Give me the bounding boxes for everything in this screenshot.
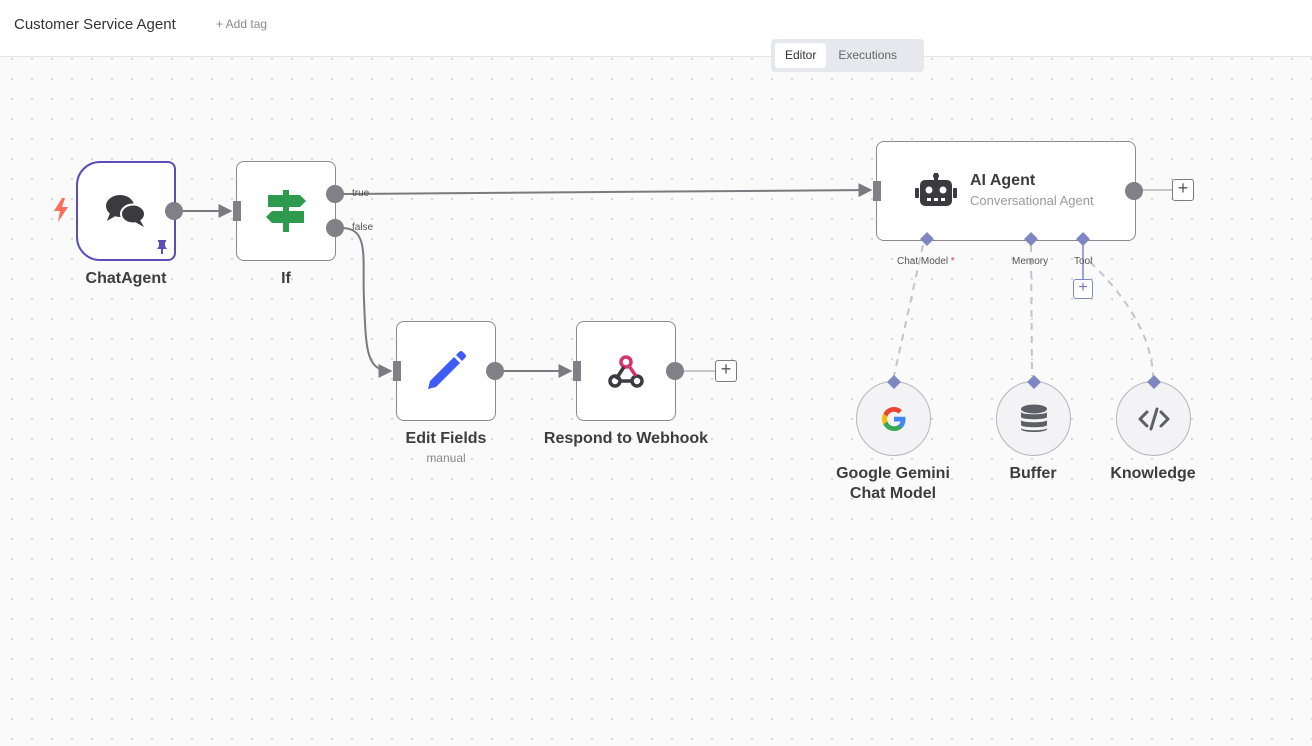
node-label-chatagent: ChatAgent (85, 270, 167, 287)
respond-add-node-button[interactable]: + (715, 360, 737, 382)
node-label-knowledge: Knowledge (1110, 465, 1196, 482)
if-false-label: false (352, 222, 374, 233)
node-label-ai-agent: AI Agent (970, 172, 1036, 189)
if-input-handle[interactable] (232, 201, 242, 221)
node-label-edit-fields: Edit Fields (405, 430, 487, 447)
view-tabs: Editor Executions (771, 39, 924, 72)
node-if[interactable] (236, 161, 336, 261)
connection-tool-knowledge (1089, 261, 1154, 377)
respond-output-handle[interactable] (665, 361, 685, 381)
ai-agent-input-handle[interactable] (872, 181, 882, 201)
connection-memory-buffer (1030, 244, 1033, 377)
signpost-icon (266, 190, 306, 232)
node-edit-fields[interactable] (396, 321, 496, 421)
ai-agent-output-handle[interactable] (1124, 181, 1144, 201)
gemini-output-connector[interactable] (886, 374, 902, 390)
memory-connector[interactable] (1023, 231, 1039, 247)
chatagent-output-handle[interactable] (164, 201, 184, 221)
workflow-header: Customer Service Agent + Add tag (0, 0, 1312, 57)
tab-editor[interactable]: Editor (775, 43, 827, 68)
tool-connector[interactable] (1075, 231, 1091, 247)
edit-fields-input-handle[interactable] (392, 361, 402, 381)
node-buffer[interactable] (996, 381, 1071, 456)
node-sublabel-ai-agent: Conversational Agent (970, 193, 1094, 208)
node-ai-agent[interactable] (876, 141, 1136, 241)
connection-chatmodel-gemini (893, 244, 924, 377)
node-sublabel-edit-fields: manual (426, 451, 466, 465)
node-chatagent[interactable] (76, 161, 176, 261)
node-google-gemini[interactable] (856, 381, 931, 456)
if-true-handle[interactable] (325, 184, 345, 204)
required-marker: * (950, 256, 955, 267)
connection-if-true-agent (341, 183, 873, 198)
node-label-gemini: Google Gemini Chat Model (836, 465, 950, 502)
add-tag-button[interactable]: + Add tag (216, 17, 268, 31)
ai-agent-add-node-button[interactable]: + (1172, 179, 1194, 201)
respond-input-handle[interactable] (572, 361, 582, 381)
pin-icon (157, 240, 167, 254)
robot-icon (915, 173, 957, 206)
node-knowledge[interactable] (1116, 381, 1191, 456)
knowledge-output-connector[interactable] (1146, 374, 1162, 390)
code-icon (1138, 407, 1169, 430)
if-false-handle[interactable] (325, 218, 345, 238)
node-label-if: If (281, 270, 291, 287)
database-icon (1020, 404, 1047, 432)
node-respond-webhook[interactable] (576, 321, 676, 421)
tab-executions[interactable]: Executions (838, 48, 898, 62)
tool-connector-label: Tool (1074, 256, 1093, 267)
chat-bubbles-icon (106, 195, 146, 227)
add-tool-button[interactable]: + (1073, 279, 1093, 299)
webhook-icon (608, 355, 644, 388)
if-true-label: true (352, 188, 370, 199)
node-label-respond-webhook: Respond to Webhook (543, 430, 709, 447)
trigger-bolt-icon (54, 198, 68, 222)
connection-if-false-edit (341, 227, 393, 378)
pencil-icon (428, 351, 466, 389)
chat-model-connector-label: Chat Model * (897, 256, 955, 267)
node-label-buffer: Buffer (1009, 465, 1057, 482)
buffer-output-connector[interactable] (1026, 374, 1042, 390)
google-icon (881, 406, 905, 431)
edit-fields-output-handle[interactable] (485, 361, 505, 381)
workflow-title[interactable]: Customer Service Agent (14, 16, 176, 33)
chat-model-connector[interactable] (919, 231, 935, 247)
memory-connector-label: Memory (1012, 256, 1049, 267)
